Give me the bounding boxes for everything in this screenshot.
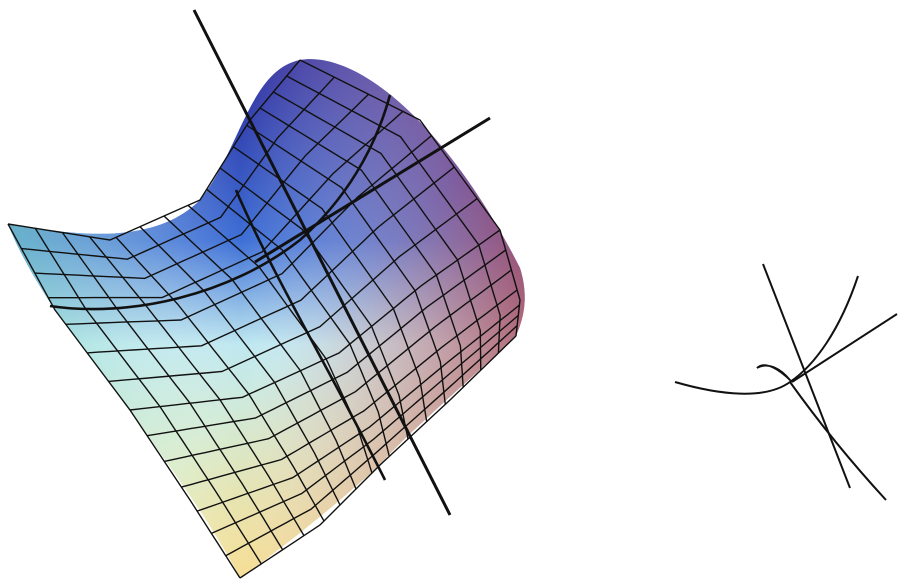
mesh-line-v: [239, 335, 517, 579]
surface-curve-lower: [234, 189, 387, 481]
mesh-line-v: [7, 59, 301, 241]
mesh-line-v: [225, 325, 518, 557]
inset-tangent-curve-b: [789, 381, 887, 501]
mesh-line-v: [108, 198, 478, 383]
surface-warm-tint: [8, 59, 525, 579]
inset-tangent-curve-a: [674, 275, 859, 395]
tangent-axis-line: [254, 116, 491, 264]
normal-axis-line: [192, 9, 452, 516]
surface-curve-upper: [49, 94, 392, 311]
surface-lines: [49, 9, 491, 516]
inset-curves: [674, 263, 898, 501]
inset-hook-curve: [756, 364, 793, 383]
mesh-line-v: [211, 314, 519, 535]
mesh-line-v: [196, 304, 520, 512]
mesh-line-v: [146, 249, 507, 437]
mesh-line-v: [21, 76, 335, 260]
mesh-line-v: [181, 289, 518, 488]
mesh-line-v: [34, 93, 370, 280]
saddle-surface: [7, 59, 525, 579]
mesh-line-v: [164, 269, 512, 463]
surface-mesh: [7, 59, 521, 579]
mesh-line-v: [48, 110, 404, 299]
inset-axis-a: [762, 263, 851, 489]
inset-axis-b: [791, 313, 898, 383]
mesh-line-v: [129, 229, 501, 411]
mesh-line-v: [87, 166, 455, 354]
mesh-line-v: [65, 135, 432, 325]
